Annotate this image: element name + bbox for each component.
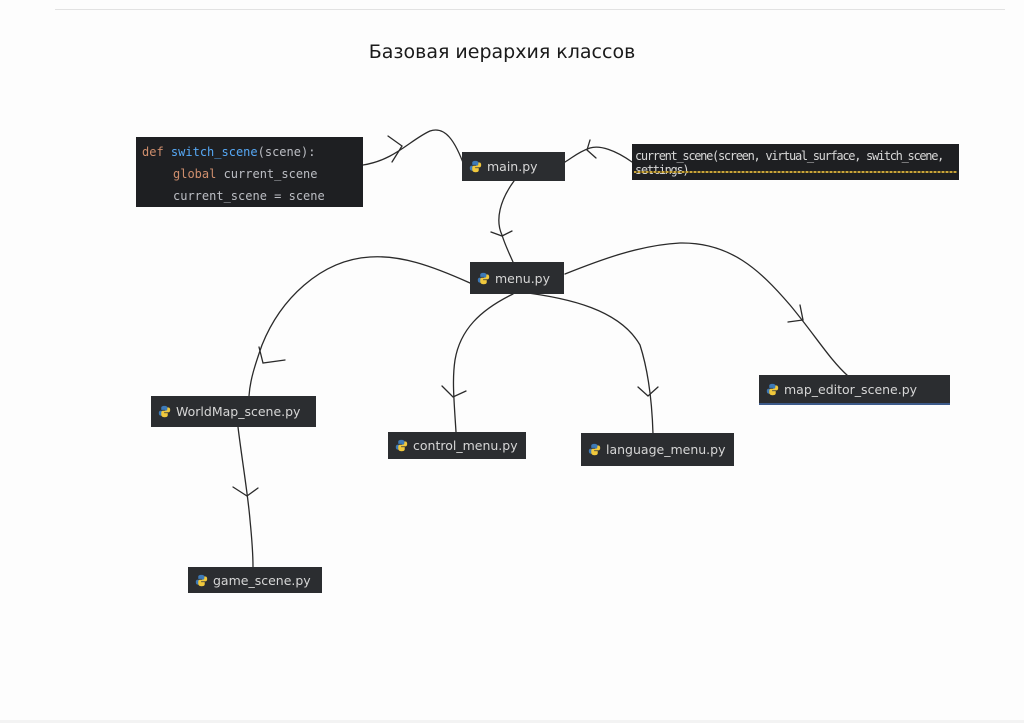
call-text: current_scene(screen, virtual_surface, s… [635, 149, 944, 177]
edge-menu-to-control [452, 293, 514, 433]
edge-menu-to-language [519, 291, 654, 435]
code-line-1: def switch_scene(scene): [142, 145, 316, 159]
node-label: main.py [487, 159, 538, 174]
python-icon [588, 443, 601, 456]
node-label: game_scene.py [213, 572, 311, 588]
bottom-divider [0, 720, 1024, 723]
switch-scene-code-snippet: def switch_scene(scene): global current_… [136, 137, 363, 207]
python-icon [477, 272, 490, 284]
node-map-editor-scene[interactable]: map_editor_scene.py [759, 375, 950, 405]
arrowhead [258, 346, 286, 364]
arrowhead [637, 386, 659, 397]
edge-call-to-main [564, 146, 633, 163]
python-icon [469, 160, 482, 173]
python-icon [395, 439, 408, 452]
python-icon [158, 405, 171, 418]
edge-worldmap-to-game [237, 426, 254, 568]
node-label: language_menu.py [606, 442, 726, 457]
arrowhead [232, 486, 259, 497]
node-menu[interactable]: menu.py [470, 262, 564, 294]
arrowhead [490, 230, 513, 237]
arrowhead [387, 135, 403, 163]
node-control-menu[interactable]: control_menu.py [388, 432, 526, 459]
edge-menu-to-worldmap [248, 256, 471, 397]
node-label: map_editor_scene.py [784, 381, 918, 397]
arrowhead [787, 304, 804, 323]
warning-underline [634, 171, 957, 173]
top-divider [55, 9, 1005, 10]
edge-main-to-menu [498, 180, 515, 263]
python-icon [766, 383, 779, 395]
node-main[interactable]: main.py [462, 152, 565, 181]
current-scene-call-snippet: current_scene(screen, virtual_surface, s… [632, 144, 959, 180]
node-label: WorldMap_scene.py [176, 404, 301, 419]
arrowhead [586, 139, 597, 159]
python-icon [195, 574, 208, 586]
node-worldmap-scene[interactable]: WorldMap_scene.py [151, 396, 316, 427]
code-line-3: current_scene = scene [173, 189, 325, 203]
edge-code-to-main [362, 129, 466, 169]
code-line-2: global current_scene [173, 167, 318, 181]
node-label: control_menu.py [413, 438, 518, 453]
node-label: menu.py [495, 270, 551, 286]
diagram-title: Базовая иерархия классов [368, 41, 636, 63]
arrowhead [441, 385, 467, 398]
node-game-scene[interactable]: game_scene.py [188, 567, 322, 593]
edge-menu-to-mapeditor [564, 242, 849, 377]
node-language-menu[interactable]: language_menu.py [581, 433, 734, 466]
